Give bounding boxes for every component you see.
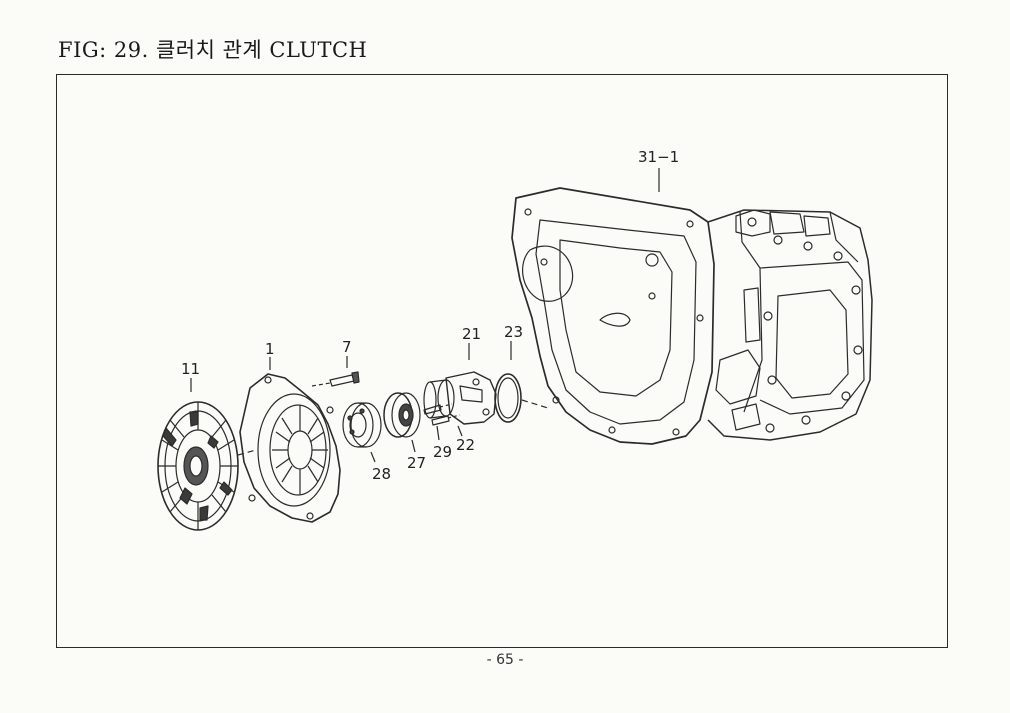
- o-ring: [494, 373, 522, 423]
- clutch-disc: [157, 401, 239, 531]
- callout-29: 29: [433, 443, 452, 461]
- callout-22: 22: [456, 436, 475, 454]
- diagram-frame: [56, 74, 948, 648]
- callout-1: 1: [265, 340, 275, 358]
- callout-27: 27: [407, 454, 426, 472]
- seal-ring: [383, 392, 421, 438]
- bolt: [311, 371, 360, 387]
- callout-23: 23: [504, 323, 523, 341]
- transmission-housing: [511, 187, 873, 445]
- callout-11: 11: [181, 360, 200, 378]
- callout-7: 7: [342, 338, 352, 356]
- pressure-plate: [239, 373, 341, 523]
- release-bearing: [342, 402, 382, 448]
- callout-21: 21: [462, 325, 481, 343]
- page-number: - 65 -: [486, 652, 524, 668]
- figure-title: FIG: 29. 클러치 관계 CLUTCH: [58, 38, 368, 62]
- callout-31-1: 31−1: [638, 148, 679, 166]
- release-sleeve: [423, 371, 497, 425]
- callout-28: 28: [372, 465, 391, 483]
